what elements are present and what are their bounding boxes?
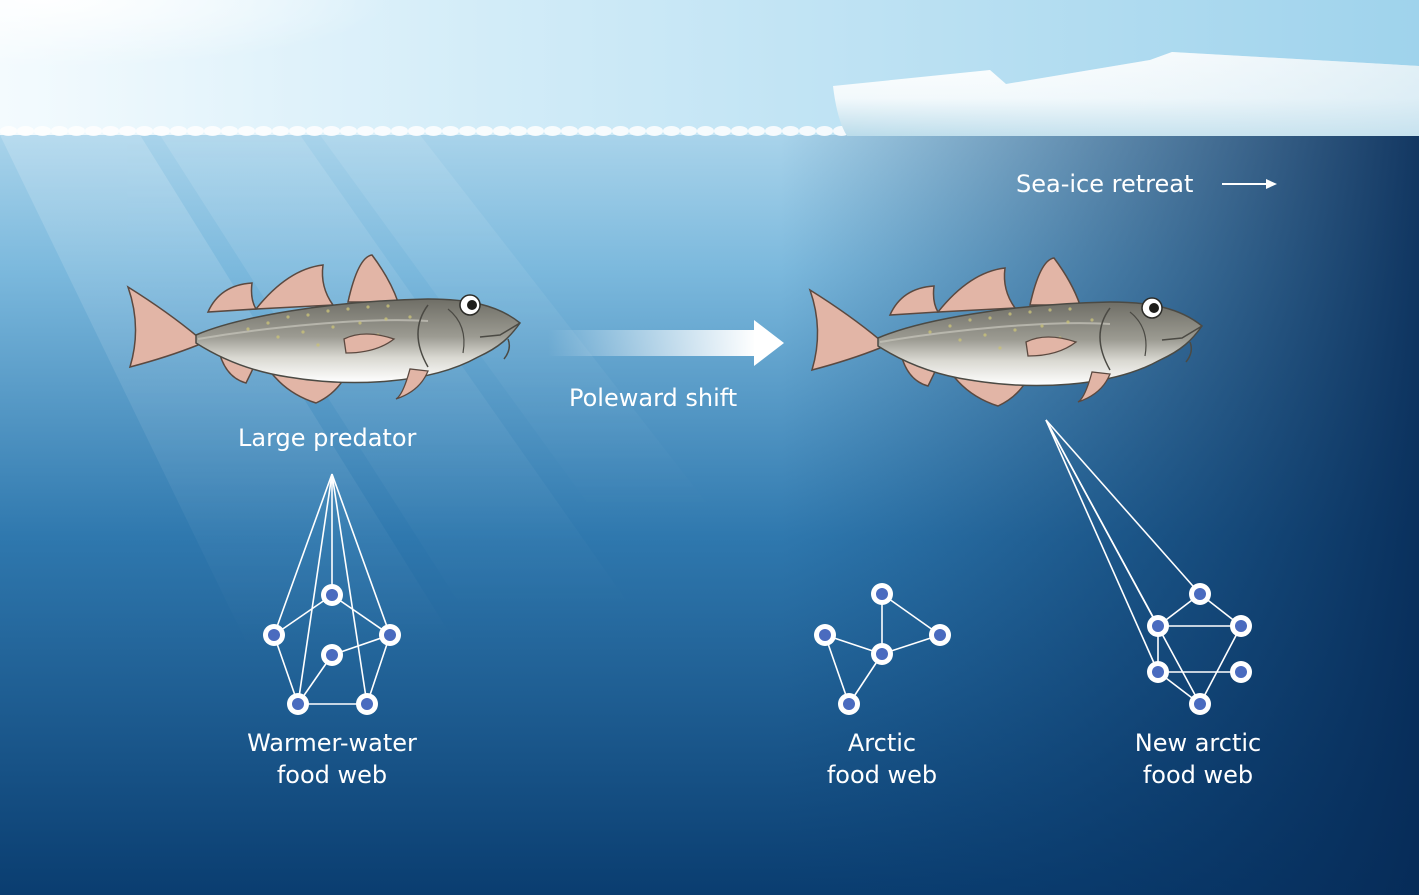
food-web-node [1147, 661, 1169, 683]
food-web-node [379, 624, 401, 646]
food-web-node [356, 693, 378, 715]
sea-ice [833, 52, 1419, 136]
food-web-node [871, 583, 893, 605]
sea-surface-waves [0, 126, 850, 136]
sea-ice-retreat-arrow [1222, 179, 1277, 189]
food-web-node [321, 584, 343, 606]
food-web-node [1230, 615, 1252, 637]
food-web-node [287, 693, 309, 715]
new-arctic-food-web-label: New arctic food web [1098, 727, 1298, 791]
new-arctic-food-web-label-line1: New arctic [1134, 729, 1262, 757]
warmer-water-food-web-label-line2: food web [276, 761, 388, 789]
new-arctic-food-web-label-line2: food web [1142, 761, 1254, 789]
food-web-node [321, 644, 343, 666]
food-web-node [838, 693, 860, 715]
sea-ice-retreat-label: Sea-ice retreat [1016, 170, 1194, 198]
food-web-node [871, 643, 893, 665]
food-web-node [1189, 693, 1211, 715]
arctic-food-web-label: Arctic food web [782, 727, 982, 791]
food-web-node [1189, 583, 1211, 605]
poleward-shift-arrow [548, 320, 784, 366]
food-web-nodes [263, 583, 1252, 715]
arctic-food-web-label-line1: Arctic [847, 729, 917, 757]
arctic-food-web-label-line2: food web [826, 761, 938, 789]
food-web-node [814, 624, 836, 646]
poleward-shift-label: Poleward shift [569, 384, 738, 412]
sun-glow [0, 0, 700, 135]
warmer-water-food-web-label: Warmer-water food web [232, 727, 432, 791]
food-web-node [263, 624, 285, 646]
food-web-node [1147, 615, 1169, 637]
food-web-node [1230, 661, 1252, 683]
food-web-node [929, 624, 951, 646]
warmer-water-food-web-label-line1: Warmer-water [247, 729, 417, 757]
large-predator-label: Large predator [238, 424, 417, 452]
